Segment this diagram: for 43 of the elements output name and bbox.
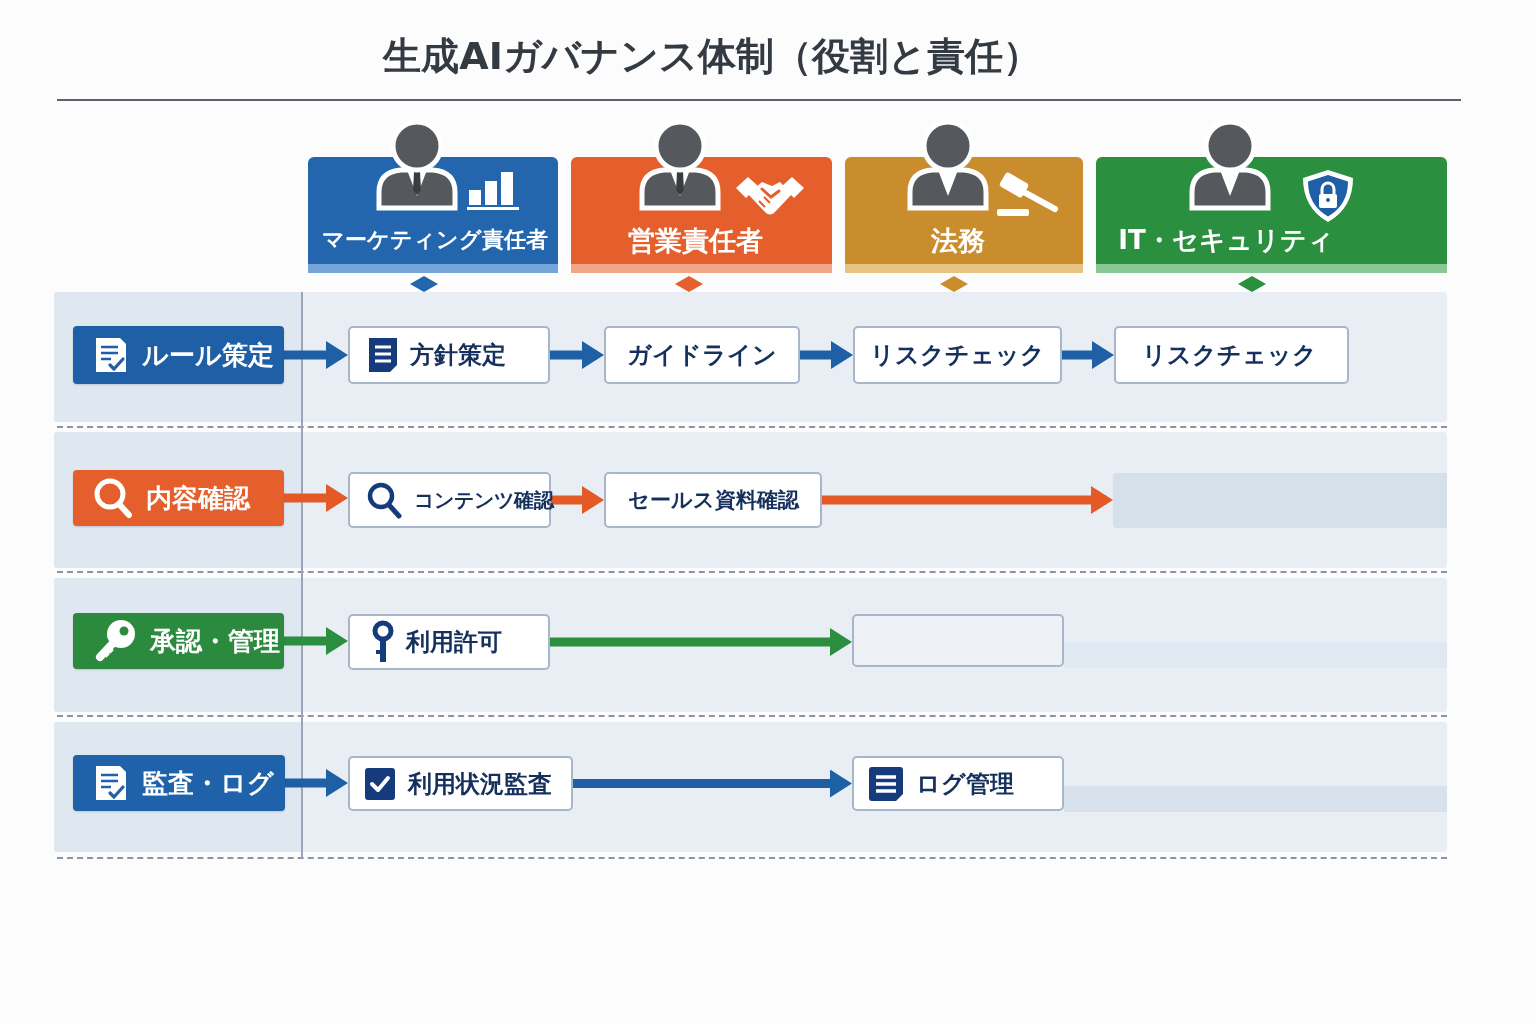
arrow bbox=[285, 769, 348, 797]
empty-box bbox=[852, 614, 1064, 667]
arrow bbox=[551, 486, 604, 514]
step-label: 方針策定 bbox=[410, 343, 506, 367]
arrow bbox=[550, 341, 604, 369]
step-label: 利用許可 bbox=[406, 630, 502, 654]
arrow bbox=[573, 769, 852, 798]
role-name: 営業責任者 bbox=[627, 226, 763, 254]
process-box bbox=[1114, 326, 1349, 384]
role-name: IT・セキュリティ bbox=[1118, 227, 1334, 253]
step-label: 利用状況監査 bbox=[408, 771, 552, 796]
lane-title: 内容確認 bbox=[146, 485, 250, 511]
process-box bbox=[348, 614, 550, 670]
process-box bbox=[348, 756, 573, 811]
step-label: ログ管理 bbox=[916, 771, 1014, 796]
step-label: リスクチェック bbox=[870, 343, 1045, 367]
arrow bbox=[800, 341, 853, 369]
lane-title: 承認・管理 bbox=[150, 628, 280, 654]
lane-title-block bbox=[73, 613, 284, 669]
process-box bbox=[604, 472, 822, 528]
lane-title-block bbox=[73, 326, 284, 384]
arrow bbox=[1062, 341, 1114, 369]
lane-title-block bbox=[73, 470, 284, 526]
lane-title: 監査・ログ bbox=[142, 770, 274, 796]
lane-title: ルール策定 bbox=[142, 342, 274, 368]
lane-title-block bbox=[73, 755, 285, 811]
step-label: コンテンツ確認 bbox=[414, 490, 554, 510]
arrow bbox=[284, 484, 348, 512]
step-label: セールス資料確認 bbox=[627, 489, 799, 511]
title: 生成AIガバナンス体制（役割と責任） bbox=[383, 34, 1041, 80]
process-box bbox=[348, 326, 550, 384]
arrow bbox=[284, 341, 348, 369]
step-label: ガイドライン bbox=[627, 343, 777, 367]
arrow bbox=[550, 628, 852, 656]
shaded-box bbox=[1113, 473, 1447, 528]
process-box bbox=[853, 326, 1062, 384]
role-name: 法務 bbox=[931, 226, 985, 254]
arrow bbox=[284, 627, 348, 655]
role-name: マーケティング責任者 bbox=[322, 229, 548, 251]
process-box bbox=[852, 756, 1064, 811]
arrow bbox=[822, 486, 1113, 514]
step-label: リスクチェック bbox=[1142, 343, 1317, 367]
process-box bbox=[604, 326, 800, 384]
